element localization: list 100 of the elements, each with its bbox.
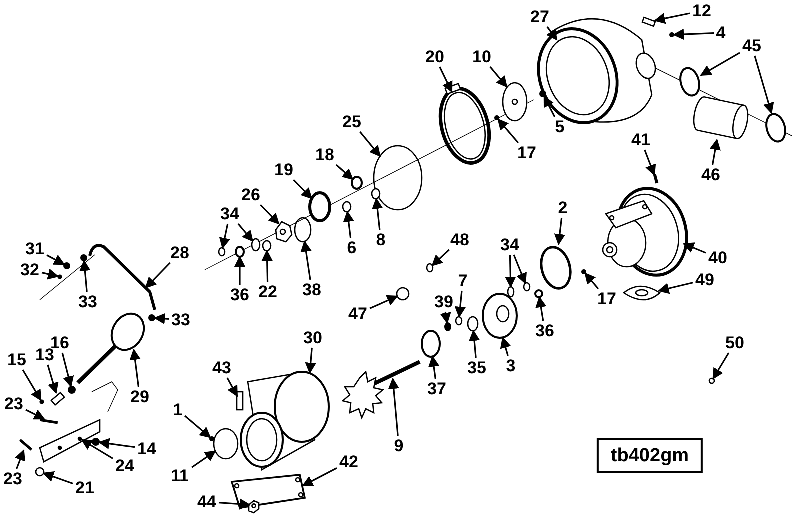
- hose-drawing: [693, 96, 749, 140]
- callout-number: 45: [742, 38, 762, 54]
- callout-number: 46: [702, 166, 720, 184]
- compressor-wheel-drawing: [502, 82, 528, 122]
- leader-arrow: [46, 254, 66, 266]
- leader-arrow: [260, 204, 280, 225]
- callout-number: 27: [530, 8, 550, 26]
- callout-number: 50: [726, 334, 744, 352]
- leader-arrow: [544, 96, 556, 118]
- leader-arrow: [658, 282, 694, 294]
- leader-arrow: [432, 249, 450, 266]
- tag-plate-drawing: [642, 16, 656, 28]
- leader-arrow: [192, 450, 216, 468]
- callout-number: 23: [4, 396, 24, 412]
- callout-number: 6: [347, 240, 357, 256]
- leader-arrow: [47, 364, 59, 394]
- leader-arrow: [513, 254, 527, 285]
- seal-ring-drawing: [218, 247, 226, 257]
- leader-arrow: [238, 223, 254, 242]
- leader-arrow: [584, 272, 600, 290]
- cover-plate-drawing: [213, 428, 239, 460]
- plug-drawing: [396, 287, 410, 301]
- callout-number: 33: [78, 294, 98, 310]
- screw-drawing: [582, 270, 586, 274]
- callout-number: 36: [536, 322, 554, 340]
- leader-arrow: [440, 312, 452, 324]
- fitting-drawing: [58, 274, 62, 280]
- bolt-drawing: [236, 391, 244, 411]
- callout-number: 33: [172, 312, 190, 328]
- leader-arrow: [498, 118, 520, 144]
- leader-arrow: [360, 132, 381, 158]
- callout-number: 32: [20, 262, 40, 278]
- callout-number: 4: [716, 24, 726, 42]
- bolt-drawing: [40, 418, 58, 424]
- leader-arrow: [428, 356, 440, 380]
- leader-arrow: [226, 378, 238, 398]
- nut-drawing: [35, 467, 45, 477]
- callout-number: 35: [468, 360, 486, 376]
- leader-arrow: [372, 198, 384, 230]
- callout-number: 40: [708, 250, 728, 266]
- callout-number: 17: [598, 290, 616, 308]
- leader-arrow: [145, 262, 171, 289]
- leader-arrow: [293, 179, 313, 200]
- leader-arrow: [490, 66, 508, 88]
- leader-arrow: [22, 370, 42, 402]
- snap-ring-drawing: [421, 330, 441, 358]
- callout-number: 8: [376, 232, 386, 248]
- leader-arrow: [370, 295, 399, 310]
- callout-number: 2: [558, 200, 568, 216]
- seal-ring-drawing: [507, 286, 515, 298]
- washer-drawing: [351, 176, 363, 190]
- leader-arrow: [302, 468, 338, 487]
- leader-arrow: [554, 218, 566, 246]
- leader-arrow: [505, 254, 516, 288]
- callout-number: 42: [340, 454, 358, 470]
- leader-arrow: [700, 52, 740, 76]
- callout-number: 12: [692, 2, 712, 20]
- callout-number: 29: [130, 388, 150, 406]
- leader-arrow: [682, 242, 706, 254]
- callout-number: 5: [555, 118, 565, 136]
- nut-drawing: [235, 246, 245, 258]
- leader-arrow: [500, 336, 512, 356]
- callout-number: 34: [500, 236, 520, 254]
- callout-number: 17: [518, 144, 536, 162]
- pin-drawing: [40, 400, 44, 404]
- leader-arrow: [42, 471, 74, 484]
- nut-drawing: [68, 386, 76, 394]
- leader-arrow: [672, 28, 714, 40]
- pin-drawing: [653, 174, 659, 184]
- leader-arrow: [712, 352, 730, 380]
- screw-drawing: [210, 436, 214, 442]
- gasket-drawing: [623, 286, 661, 301]
- callout-number: 49: [696, 272, 714, 288]
- leader-arrow: [154, 313, 170, 324]
- callout-number: 21: [76, 480, 94, 496]
- hose-clamp-drawing: [766, 113, 786, 143]
- fitting-drawing: [64, 262, 70, 270]
- leader-arrow: [536, 296, 547, 322]
- leader-arrow: [468, 330, 480, 358]
- callout-number: 36: [230, 286, 250, 304]
- nut-drawing: [92, 438, 100, 446]
- leader-arrow: [26, 409, 46, 420]
- leader-arrow: [184, 415, 212, 438]
- center-housing-drawing: [602, 187, 688, 277]
- bracket-drawing: [39, 418, 101, 463]
- leader-arrow: [42, 268, 60, 280]
- callout-number: 30: [304, 330, 322, 346]
- callout-number: 28: [170, 244, 190, 262]
- callout-number: 22: [258, 284, 278, 300]
- gasket-drawing: [230, 474, 306, 509]
- leader-arrow: [710, 138, 721, 166]
- callout-number: 19: [274, 162, 294, 178]
- nut-drawing: [540, 90, 546, 98]
- callout-number: 39: [434, 294, 454, 310]
- leader-arrow: [439, 66, 453, 93]
- nut-drawing: [708, 378, 716, 384]
- seal-ring-drawing: [371, 188, 381, 200]
- screw-drawing: [494, 116, 500, 120]
- leader-arrow: [234, 256, 246, 285]
- seal-ring-drawing: [294, 217, 312, 243]
